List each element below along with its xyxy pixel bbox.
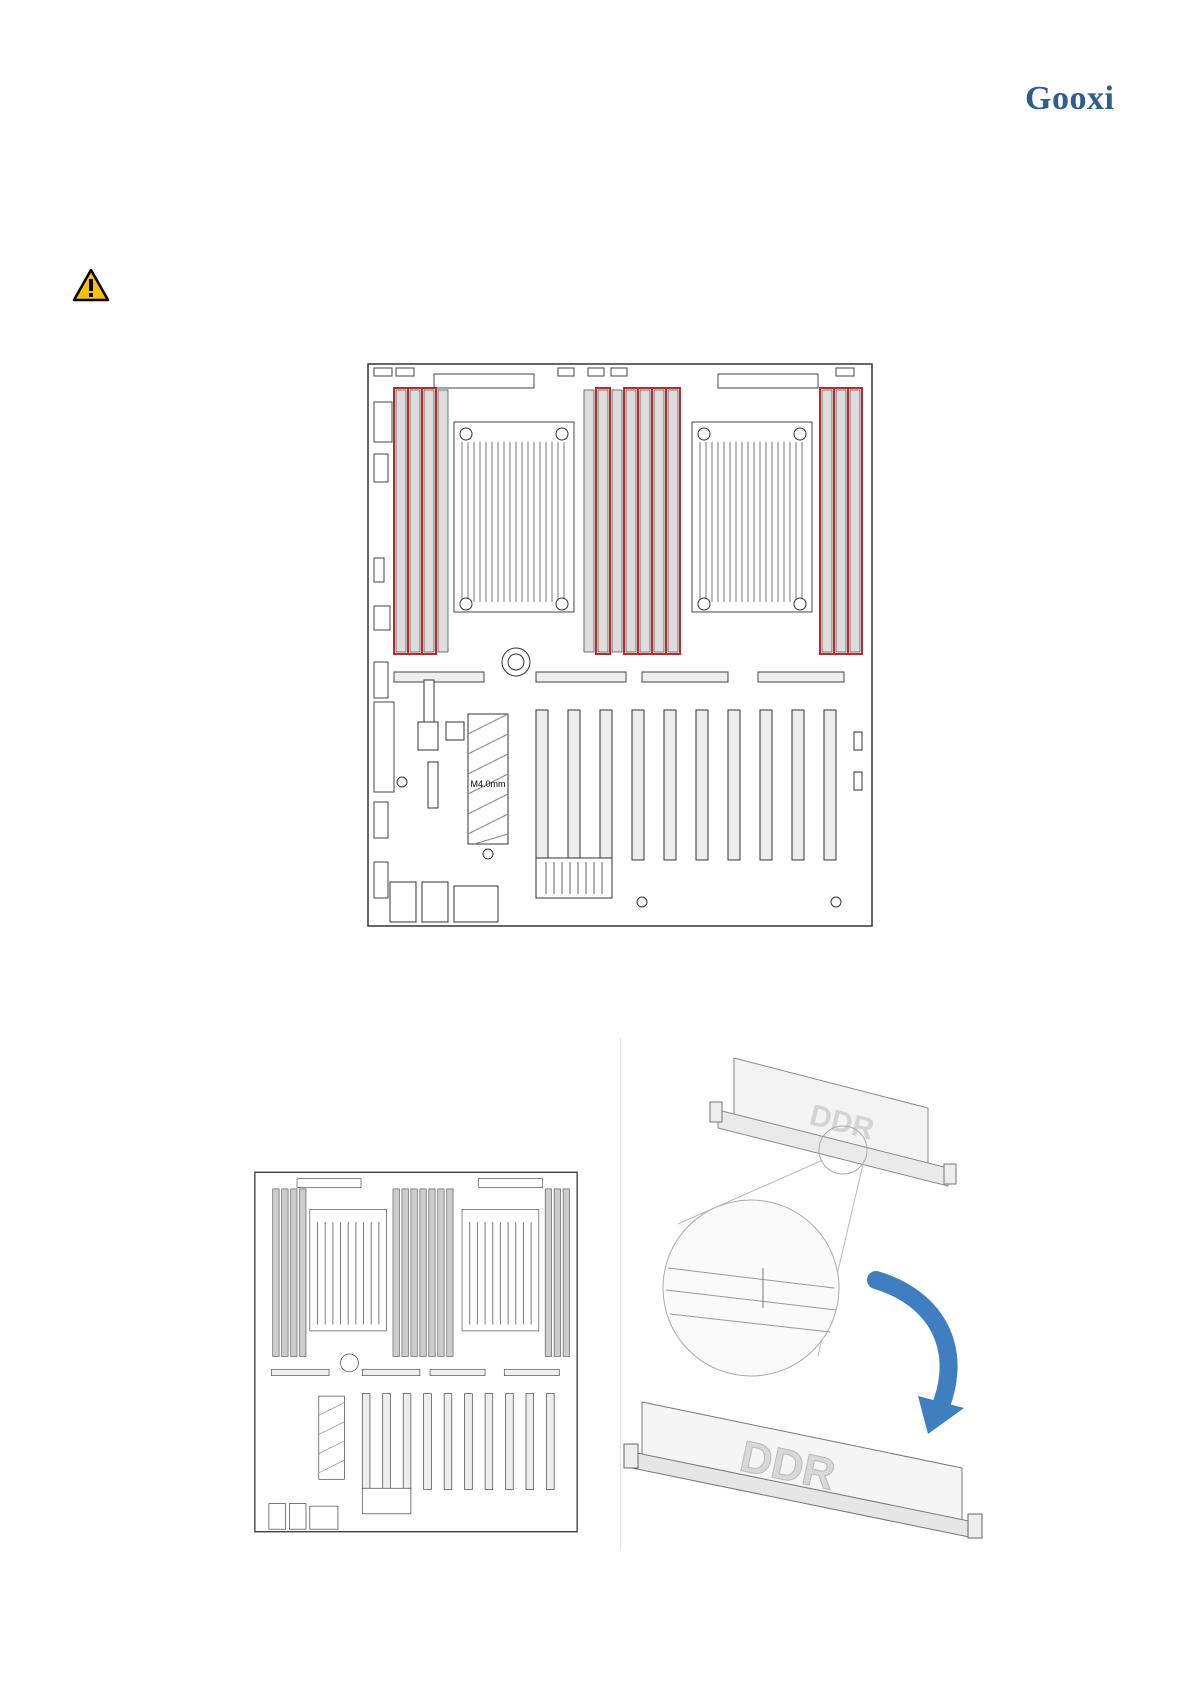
motherboard-diagram-small [253, 1171, 579, 1533]
ddr-install-illustration: DDR DDR [618, 1038, 988, 1550]
brand-logo: Gooxi [1025, 80, 1125, 120]
m2-label: M4.0mm [470, 779, 505, 789]
warning-triangle-icon [72, 268, 110, 302]
motherboard-diagram: M4.0mm [366, 362, 874, 928]
